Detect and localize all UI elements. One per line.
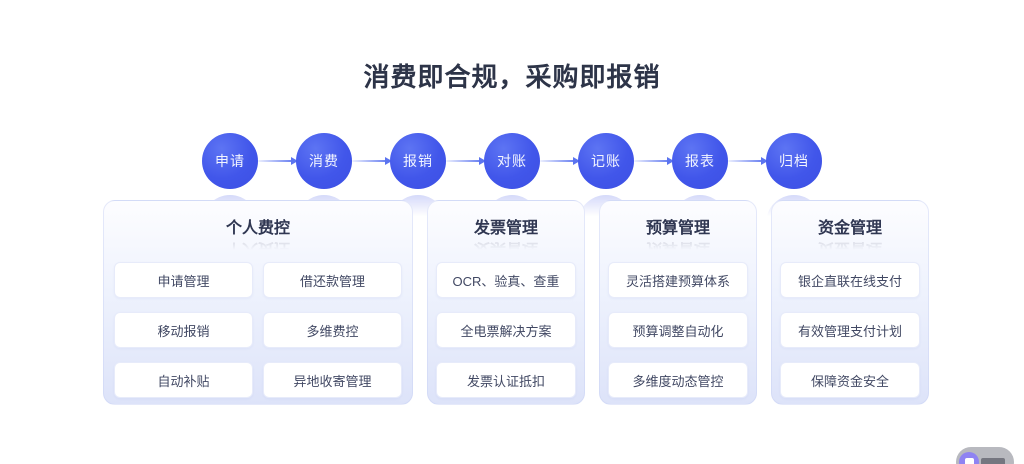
flow-step-bookkeeping: 记账 xyxy=(578,133,634,189)
flow-step-archive: 归档 xyxy=(766,133,822,189)
feature-card: 异地收寄管理 xyxy=(263,362,402,398)
feature-card: 保障资金安全 xyxy=(780,362,920,398)
feature-card: 有效管理支付计划 xyxy=(780,312,920,348)
card-list: 银企直联在线支付 有效管理支付计划 保障资金安全 xyxy=(772,238,928,398)
feature-card: 多维度动态管控 xyxy=(608,362,748,398)
feature-columns: 个人费控 申请管理 借还款管理 移动报销 多维费控 自动补贴 异地收寄管理 发票… xyxy=(103,200,929,405)
process-flow: 申请 消费 报销 对账 记账 报表 归档 xyxy=(0,133,1024,189)
feature-card: 移动报销 xyxy=(114,312,253,348)
arrow-right-icon xyxy=(446,157,486,165)
flow-step-report: 报表 xyxy=(672,133,728,189)
feature-card: 全电票解决方案 xyxy=(436,312,576,348)
arrow-right-icon xyxy=(634,157,674,165)
panel-personal-expense: 个人费控 申请管理 借还款管理 移动报销 多维费控 自动补贴 异地收寄管理 xyxy=(103,200,413,405)
page-title: 消费即合规，采购即报销 xyxy=(363,62,661,92)
flow-step-reconcile: 对账 xyxy=(484,133,540,189)
panel-header: 资金管理 xyxy=(817,220,882,237)
chat-widget-icon xyxy=(959,452,979,464)
widget-label-glyph xyxy=(981,457,1005,464)
floating-chat-widget[interactable] xyxy=(956,447,1014,464)
panel-funds: 资金管理 银企直联在线支付 有效管理支付计划 保障资金安全 xyxy=(771,200,929,405)
flow-step-consume: 消费 xyxy=(296,133,352,189)
feature-card: 银企直联在线支付 xyxy=(780,262,920,298)
arrow-right-icon xyxy=(352,157,392,165)
flow-step-apply: 申请 xyxy=(202,133,258,189)
panel-header: 个人费控 xyxy=(225,220,290,237)
card-list: OCR、验真、查重 全电票解决方案 发票认证抵扣 xyxy=(428,238,584,398)
panel-invoice: 发票管理 OCR、验真、查重 全电票解决方案 发票认证抵扣 xyxy=(427,200,585,405)
arrow-right-icon xyxy=(258,157,298,165)
feature-card: 借还款管理 xyxy=(263,262,402,298)
arrow-right-icon xyxy=(540,157,580,165)
feature-card: 多维费控 xyxy=(263,312,402,348)
feature-card: 灵活搭建预算体系 xyxy=(608,262,748,298)
arrow-right-icon xyxy=(728,157,768,165)
panel-budget: 预算管理 灵活搭建预算体系 预算调整自动化 多维度动态管控 xyxy=(599,200,757,405)
feature-card: OCR、验真、查重 xyxy=(436,262,576,298)
feature-card: 发票认证抵扣 xyxy=(436,362,576,398)
card-grid: 申请管理 借还款管理 移动报销 多维费控 自动补贴 异地收寄管理 xyxy=(104,238,412,398)
panel-header: 发票管理 xyxy=(473,220,538,237)
feature-card: 自动补贴 xyxy=(114,362,253,398)
panel-header: 预算管理 xyxy=(645,220,710,237)
feature-card: 申请管理 xyxy=(114,262,253,298)
card-list: 灵活搭建预算体系 预算调整自动化 多维度动态管控 xyxy=(600,238,756,398)
feature-card: 预算调整自动化 xyxy=(608,312,748,348)
flow-step-reimburse: 报销 xyxy=(390,133,446,189)
